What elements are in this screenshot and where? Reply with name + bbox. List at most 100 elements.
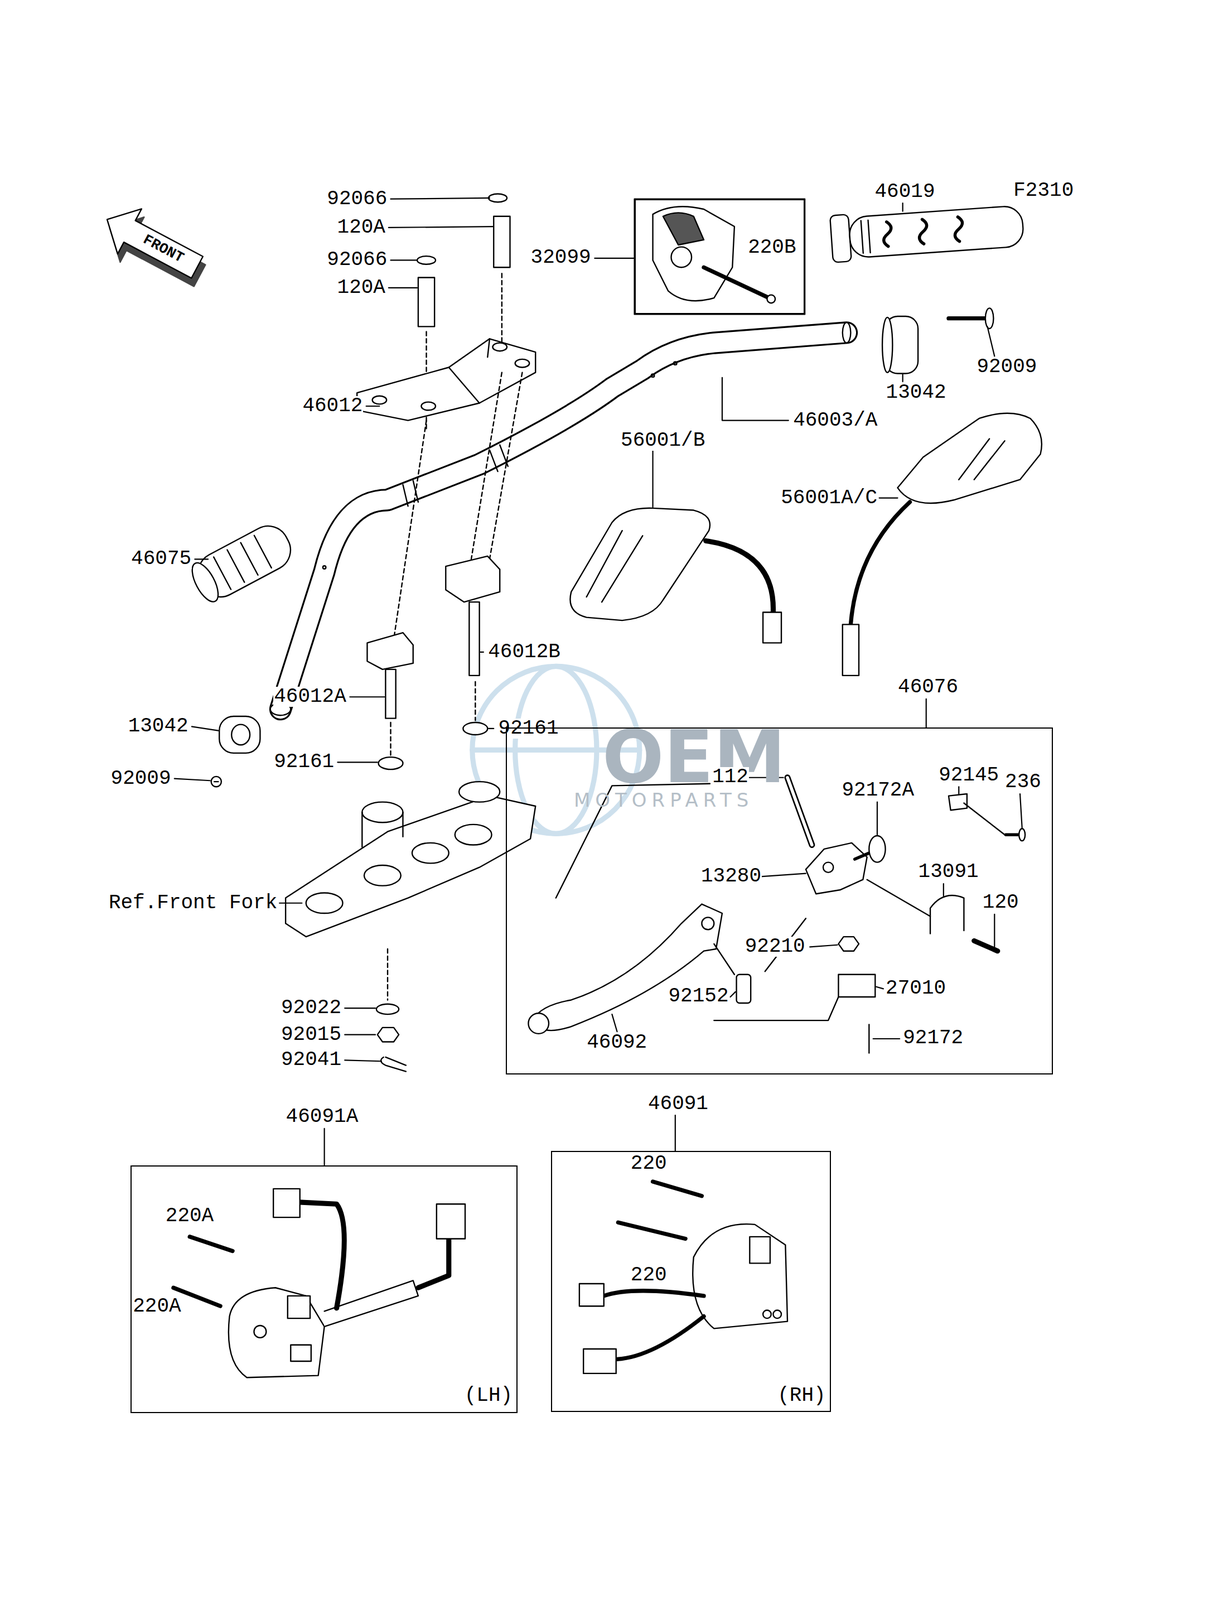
reference-note: Ref.Front Fork — [108, 892, 278, 913]
triple-clamp — [377, 1027, 399, 1042]
triple-clamp — [402, 811, 404, 837]
callout-number: 112 — [711, 766, 749, 787]
riser — [378, 756, 404, 770]
leader-line — [730, 991, 736, 997]
bar-end — [231, 724, 250, 746]
triple-clamp — [387, 948, 389, 1000]
leader-line — [987, 326, 995, 356]
lever-assembly — [532, 904, 723, 1031]
watermark-text: MOTORPARTS — [573, 790, 754, 810]
lever-assembly — [736, 974, 752, 1003]
lever-assembly — [948, 793, 968, 810]
leader-line — [279, 902, 302, 904]
triple-clamp — [380, 1056, 406, 1072]
riser — [445, 556, 500, 602]
leader-line — [174, 197, 1023, 1166]
right-switch-housing — [762, 1309, 772, 1319]
riser — [469, 601, 480, 676]
leader-line — [174, 778, 211, 781]
riser — [385, 669, 396, 719]
inset-box: 46091A220A220A(LH) — [130, 1165, 518, 1413]
lever-assembly — [963, 802, 1005, 835]
leader-line — [879, 497, 898, 499]
leader-line — [344, 1033, 376, 1036]
leader-line — [194, 558, 209, 560]
figure-code: F2310 — [1012, 180, 1075, 201]
callout-number: 92015 — [280, 1024, 342, 1045]
leader-line — [390, 197, 490, 200]
lever-assembly — [787, 777, 812, 845]
upper-clamp — [492, 342, 507, 352]
triple-clamp — [376, 1003, 399, 1014]
right-mirror — [850, 501, 910, 625]
lever-assembly — [854, 852, 870, 859]
leader-line — [488, 727, 494, 729]
callout-number: 92022 — [280, 997, 342, 1018]
right-switch-housing — [772, 1309, 782, 1319]
clamp-bolts — [488, 194, 507, 203]
leader-line — [390, 259, 418, 261]
left-switch-housing — [253, 1325, 267, 1338]
leader-line — [873, 1037, 901, 1039]
leader-line — [480, 651, 483, 653]
right-grip — [868, 220, 871, 253]
callout-number: 13280 — [700, 866, 762, 887]
riser — [366, 632, 413, 670]
lever-assembly — [1005, 832, 1021, 836]
leader-line — [324, 1128, 326, 1166]
handlebar — [270, 322, 852, 715]
leader-line — [594, 257, 635, 259]
callout-number: 46091 — [647, 1093, 709, 1114]
leader-line — [611, 1013, 617, 1032]
left-switch-housing — [228, 1287, 325, 1377]
leader-line — [388, 287, 418, 289]
callout-number: 32099 — [530, 247, 592, 268]
right-grip — [848, 205, 1024, 259]
watermark-text: OEM — [601, 720, 787, 794]
lever-assembly — [930, 895, 964, 934]
callout-number: 46076 — [897, 677, 959, 698]
side-label: (RH) — [776, 1385, 826, 1406]
leader-line — [651, 450, 654, 507]
leader-line — [191, 726, 219, 731]
right-grip — [829, 202, 1025, 263]
riser — [366, 556, 500, 770]
left-mirror — [706, 540, 774, 612]
riser — [389, 722, 391, 756]
callout-number: 92009 — [110, 768, 172, 789]
left-switch-housing — [295, 1201, 345, 1308]
callout-number: 120A — [336, 217, 386, 238]
left-switch-housing — [189, 1236, 233, 1251]
handlebar — [651, 373, 655, 377]
callout-number: 92066 — [326, 249, 388, 270]
left-grip — [213, 535, 272, 590]
handlebar — [673, 361, 677, 365]
right-switch-housing — [692, 1223, 788, 1328]
right-mirror — [958, 438, 1005, 480]
callout-number: 13091 — [917, 861, 980, 882]
right-switch-housing — [579, 1181, 788, 1374]
bar-end — [882, 317, 893, 373]
upper-clamp — [471, 372, 502, 560]
front-arrow — [92, 196, 215, 298]
bar-end — [985, 307, 994, 329]
right-switch-housing — [617, 1315, 704, 1359]
callout-number: 92041 — [280, 1049, 342, 1070]
leader-line — [337, 761, 377, 763]
inset-box: 32099220B — [634, 199, 805, 315]
inset-frame — [634, 199, 805, 315]
front-arrow — [95, 196, 210, 290]
bar-end — [948, 316, 986, 321]
triple-clamp — [361, 811, 363, 847]
left-grip — [186, 518, 298, 607]
callout-number: 92172A — [840, 780, 915, 801]
leader-line — [809, 944, 838, 947]
throttle-housing — [653, 206, 735, 301]
callout-number: 46019 — [873, 181, 936, 202]
throttle-housing — [703, 267, 770, 298]
left-mirror — [569, 508, 782, 644]
lever-assembly — [1018, 828, 1026, 841]
left-switch-housing — [173, 1188, 466, 1377]
right-mirror — [842, 624, 859, 675]
left-switch-housing — [273, 1188, 301, 1217]
